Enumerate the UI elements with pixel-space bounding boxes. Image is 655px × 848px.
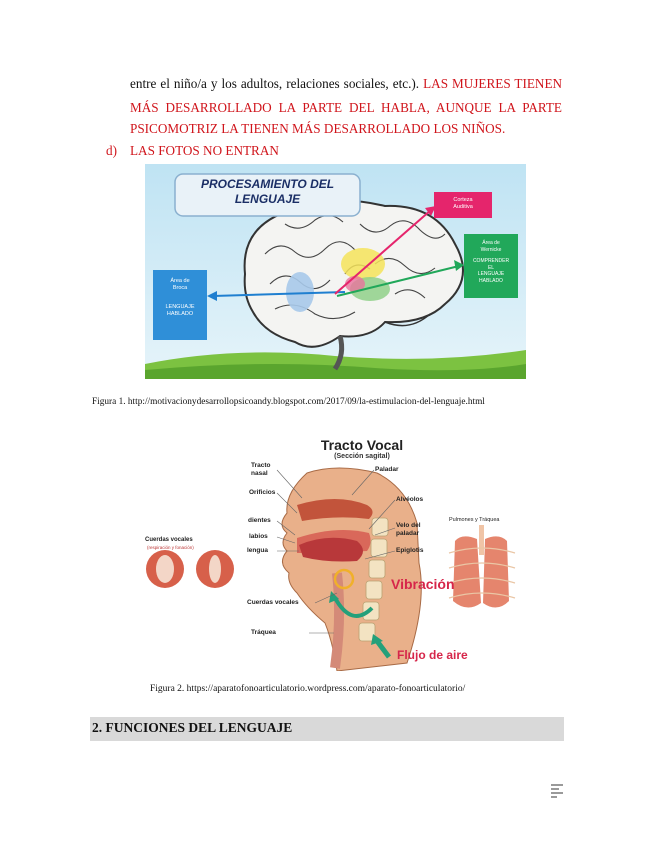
auditory-cortex-box: Corteza Auditiva xyxy=(434,197,492,211)
label-cuerdas-vocales: Cuerdas vocales xyxy=(247,599,299,606)
label-traquea: Tráquea xyxy=(251,629,276,636)
label-orificios: Orificios xyxy=(249,489,275,496)
vocal-tract-illustration xyxy=(137,433,518,671)
figure-1-caption: Figura 1. http://motivacionydesarrollops… xyxy=(92,397,485,407)
label-vibracion: Vibración xyxy=(391,576,455,592)
label-epiglotis: Epiglotis xyxy=(396,547,423,554)
label-cuerdas-small: Cuerdas vocales xyxy=(145,537,193,543)
paragraph-text-red: LAS MUJERES TIENEN xyxy=(423,76,562,91)
figure-brain-image: PROCESAMIENTO DEL LENGUAJE Área de Broca… xyxy=(145,164,526,379)
paragraph-text-black: entre el niño/a y los adultos, relacione… xyxy=(130,76,419,91)
page-marker-icon xyxy=(551,784,563,798)
brain-title: PROCESAMIENTO DEL LENGUAJE xyxy=(175,177,360,207)
vocal-tract-subtitle: (Sección sagital) xyxy=(287,453,437,460)
paragraph-line-1: entre el niño/a y los adultos, relacione… xyxy=(130,72,562,96)
label-flujo-aire: Flujo de aire xyxy=(397,648,468,662)
section-title: 2. FUNCIONES DEL LENGUAJE xyxy=(92,720,292,736)
vocal-tract-title: Tracto Vocal xyxy=(287,437,437,453)
list-item-text: LAS FOTOS NO ENTRAN xyxy=(130,143,279,158)
label-pulmones: Pulmones y Tráquea xyxy=(449,517,499,523)
list-marker: d) xyxy=(106,139,130,163)
label-labios: labios xyxy=(249,533,268,540)
broca-box: Área de Broca LENGUAJE HABLADO xyxy=(153,278,207,318)
figure-2-caption: Figura 2. https://aparatofonoarticulator… xyxy=(150,684,465,694)
label-cuerdas-small-sub: (respiración y fonación) xyxy=(147,545,194,550)
label-lengua: lengua xyxy=(247,547,268,554)
paragraph-line-3: PSICOMOTRIZ LA TIENEN MÁS DESARROLLADO L… xyxy=(130,117,562,141)
label-dientes: dientes xyxy=(248,517,271,524)
wernicke-box: Área de Wernicke COMPRENDER EL LENGUAJE … xyxy=(464,240,518,284)
list-item-d: d)LAS FOTOS NO ENTRAN xyxy=(106,139,279,163)
label-alveolos: Alvéolos xyxy=(396,496,423,503)
label-paladar: Paladar xyxy=(375,466,399,473)
